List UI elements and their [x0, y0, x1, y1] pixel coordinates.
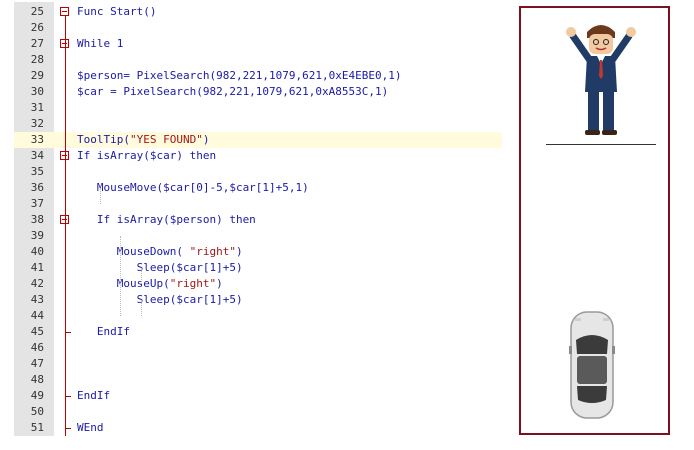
line-number: 25: [30, 5, 44, 18]
line-number: 37: [30, 197, 44, 210]
code-editor[interactable]: 25 Func Start() 26 27 While 1 28 29 $per…: [14, 2, 502, 436]
code-line[interactable]: 26: [14, 20, 502, 36]
code-line[interactable]: 31: [14, 100, 502, 116]
indent-guide: [100, 188, 101, 204]
car-icon: [569, 311, 615, 419]
code-text: WEnd: [77, 421, 104, 434]
fold-toggle-icon[interactable]: [60, 151, 69, 160]
line-number: 44: [30, 309, 44, 322]
indent-guide: [120, 236, 121, 316]
code-line[interactable]: 43 Sleep($car[1]+5): [14, 292, 502, 308]
line-number: 35: [30, 165, 44, 178]
code-text: Sleep($car[1]+5): [77, 293, 243, 306]
line-number: 50: [30, 405, 44, 418]
code-text: If isArray($person) then: [77, 213, 256, 226]
fold-end-marker: [65, 396, 71, 397]
line-number: 34: [30, 149, 44, 162]
code-text: MouseUp("right"): [77, 277, 223, 290]
line-number: 46: [30, 341, 44, 354]
code-line[interactable]: 49 EndIf: [14, 388, 502, 404]
code-line[interactable]: 38 If isArray($person) then: [14, 212, 502, 228]
line-number: 32: [30, 117, 44, 130]
code-line[interactable]: 51 WEnd: [14, 420, 502, 436]
fold-end-marker: [65, 332, 71, 333]
line-number: 30: [30, 85, 44, 98]
fold-toggle-icon[interactable]: [60, 7, 69, 16]
code-line[interactable]: 36 MouseMove($car[0]-5,$car[1]+5,1): [14, 180, 502, 196]
line-number: 45: [30, 325, 44, 338]
line-number: 26: [30, 21, 44, 34]
code-line[interactable]: 45 EndIf: [14, 324, 502, 340]
code-line[interactable]: 34 If isArray($car) then: [14, 148, 502, 164]
code-line[interactable]: 39: [14, 228, 502, 244]
preview-panel: [519, 6, 670, 435]
line-number: 40: [30, 245, 44, 258]
ground-line: [546, 144, 656, 145]
indent-guide: [141, 268, 142, 284]
code-line[interactable]: 29 $person= PixelSearch(982,221,1079,621…: [14, 68, 502, 84]
code-line-active[interactable]: 33 ToolTip("YES FOUND"): [14, 132, 502, 148]
code-line[interactable]: 50: [14, 404, 502, 420]
fold-toggle-icon[interactable]: [60, 215, 69, 224]
code-line[interactable]: 42 MouseUp("right"): [14, 276, 502, 292]
fold-line: [65, 16, 66, 436]
line-number: 42: [30, 277, 44, 290]
code-line[interactable]: 25 Func Start(): [14, 4, 502, 20]
code-text: MouseDown( "right"): [77, 245, 243, 258]
code-line[interactable]: 32: [14, 116, 502, 132]
line-number: 29: [30, 69, 44, 82]
code-line[interactable]: 46: [14, 340, 502, 356]
code-line[interactable]: 48: [14, 372, 502, 388]
line-number: 48: [30, 373, 44, 386]
code-line[interactable]: 41 Sleep($car[1]+5): [14, 260, 502, 276]
line-number: 27: [30, 37, 44, 50]
fold-toggle-icon[interactable]: [60, 39, 69, 48]
person-icon: [566, 25, 636, 135]
line-number: 28: [30, 53, 44, 66]
code-text: MouseMove($car[0]-5,$car[1]+5,1): [77, 181, 309, 194]
code-line[interactable]: 35: [14, 164, 502, 180]
code-text: While 1: [77, 37, 124, 50]
code-line[interactable]: 44: [14, 308, 502, 324]
line-number: 41: [30, 261, 44, 274]
code-text: $car = PixelSearch(982,221,1079,621,0xA8…: [77, 85, 389, 98]
code-text: Func Start(): [77, 5, 157, 18]
line-number: 47: [30, 357, 44, 370]
fold-end-marker: [65, 428, 71, 429]
line-number: 49: [30, 389, 44, 402]
code-text: EndIf: [77, 389, 111, 402]
line-number: 31: [30, 101, 44, 114]
code-line[interactable]: 30 $car = PixelSearch(982,221,1079,621,0…: [14, 84, 502, 100]
line-number: 33: [30, 133, 44, 146]
line-number: 38: [30, 213, 44, 226]
code-line[interactable]: 27 While 1: [14, 36, 502, 52]
line-number: 51: [30, 421, 44, 434]
code-line[interactable]: 28: [14, 52, 502, 68]
line-number: 43: [30, 293, 44, 306]
indent-guide: [141, 300, 142, 316]
code-text: EndIf: [77, 325, 130, 338]
code-line[interactable]: 40 MouseDown( "right"): [14, 244, 502, 260]
code-text: If isArray($car) then: [77, 149, 217, 162]
code-text: ToolTip("YES FOUND"): [77, 133, 210, 146]
line-number-gutter: [14, 2, 54, 436]
code-text: Sleep($car[1]+5): [77, 261, 243, 274]
line-number: 39: [30, 229, 44, 242]
line-number: 36: [30, 181, 44, 194]
code-text: $person= PixelSearch(982,221,1079,621,0x…: [77, 69, 402, 82]
code-line[interactable]: 37: [14, 196, 502, 212]
code-line[interactable]: 47: [14, 356, 502, 372]
